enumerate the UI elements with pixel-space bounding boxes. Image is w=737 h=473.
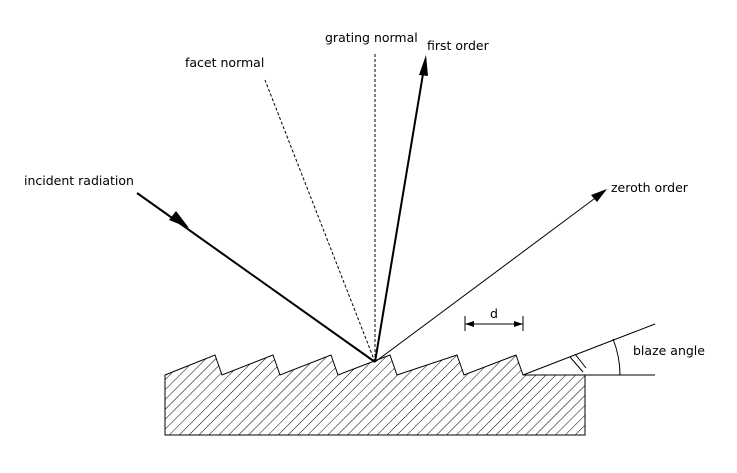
zeroth-order-arrowhead [591, 189, 607, 202]
facet-normal-label: facet normal [185, 55, 264, 70]
first-order-ray [374, 67, 425, 363]
blaze-facet-extension [522, 323, 656, 376]
spacing-label: d [490, 306, 498, 321]
incident-arrowhead [169, 211, 189, 228]
spacing-arrow-left [465, 321, 474, 327]
facet-normal-line [264, 79, 376, 363]
zeroth-order-label: zeroth order [611, 180, 689, 195]
blaze-angle-arc [612, 338, 621, 376]
spacing-arrow-right [514, 321, 523, 327]
first-order-arrowhead [419, 55, 428, 76]
grating-normal-label: grating normal [325, 30, 418, 45]
blaze-angle-label: blaze angle [633, 343, 705, 358]
blaze-facet-hatch-arc [569, 353, 587, 373]
incident-radiation-label: incident radiation [24, 173, 134, 188]
zeroth-order-ray [374, 195, 599, 363]
first-order-label: first order [427, 38, 490, 53]
grating-body [164, 354, 586, 436]
